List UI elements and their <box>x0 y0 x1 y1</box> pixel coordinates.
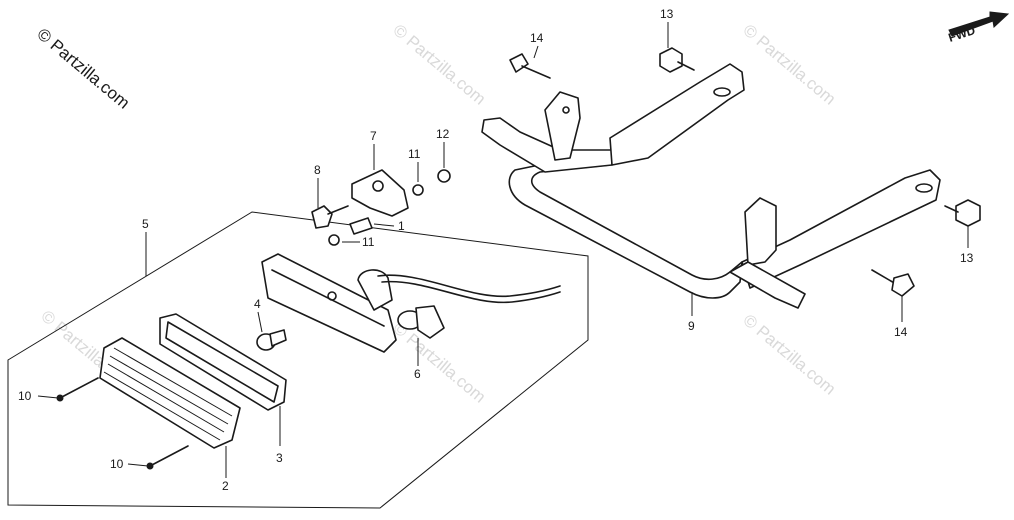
callout-10-lower: 10 <box>110 457 124 471</box>
bolt-8 <box>311 205 349 229</box>
callout-12: 12 <box>436 127 450 141</box>
stay-bracket-hole <box>372 180 384 192</box>
lamp-housing-body <box>261 253 397 353</box>
lamp-housing-hole <box>327 291 337 301</box>
bolt-head-icon <box>311 205 333 229</box>
bolt-14-upper <box>509 53 551 79</box>
bolt-14-lower <box>871 269 915 297</box>
stay-bracket-7 <box>351 169 409 217</box>
leader-4 <box>257 311 263 333</box>
watermark-faint-2: © Partzilla.com <box>739 21 839 109</box>
bracket-upper-stay <box>609 63 745 166</box>
watermark-faint-1: © Partzilla.com <box>389 21 489 109</box>
callout-2: 2 <box>222 479 229 493</box>
rear-bracket-frame <box>481 63 941 309</box>
callout-6: 6 <box>414 367 421 381</box>
bolt-shank <box>521 65 551 79</box>
leader-1 <box>373 223 395 227</box>
collar-1 <box>349 217 373 235</box>
forward-direction-indicator: FWD <box>947 11 1010 45</box>
bulb-4 <box>256 329 287 351</box>
callout-8: 8 <box>314 163 321 177</box>
screw-10-upper <box>59 377 99 399</box>
collar-body <box>349 217 373 235</box>
callout-9: 9 <box>688 319 695 333</box>
callout-13-lower: 13 <box>960 251 974 265</box>
upper-stay-slot <box>713 87 731 97</box>
callout-5: 5 <box>142 217 149 231</box>
bolt-head-icon <box>659 47 683 73</box>
callout-11-lower: 11 <box>362 235 375 249</box>
lower-stay-slot <box>915 183 933 193</box>
bolt-head-icon <box>955 199 981 227</box>
lens-rib <box>107 363 225 433</box>
gasket-3 <box>159 313 287 411</box>
bracket-lower-tab <box>744 197 777 266</box>
forward-label: FWD <box>947 23 978 45</box>
callout-14-lower: 14 <box>894 325 908 339</box>
forward-arrow-icon <box>948 11 1010 37</box>
bolt-shank <box>327 205 349 215</box>
lamp-wiring <box>377 274 561 298</box>
leader-lines <box>37 22 969 478</box>
callout-10-upper: 10 <box>18 389 32 403</box>
leader-14-upper <box>533 45 539 59</box>
watermark-faint-5: © Partzilla.com <box>739 311 839 399</box>
bolt-shank <box>677 61 695 71</box>
upper-tab-hole <box>562 106 570 114</box>
gasket-inner-edge <box>165 321 279 403</box>
leader-10-upper <box>37 395 59 399</box>
washer-11-lower-icon <box>328 234 340 246</box>
callout-4: 4 <box>254 297 261 311</box>
lens-rib <box>103 371 221 441</box>
bracket-upper-tab <box>544 91 581 161</box>
screw-10-lower <box>149 445 189 467</box>
callout-14-upper: 14 <box>530 31 544 45</box>
lamp-housing <box>261 253 397 353</box>
assembly-outline-part-5 <box>7 211 589 509</box>
bolt-head-icon <box>891 273 915 297</box>
socket-body <box>415 305 445 339</box>
lens-2 <box>99 337 241 449</box>
socket-6 <box>397 305 445 339</box>
bolt-shank <box>944 205 959 213</box>
lens-rib <box>109 355 229 425</box>
bulb-base <box>269 329 287 347</box>
lamp-wiring-second <box>381 280 561 304</box>
washer-11-upper-icon <box>412 184 424 196</box>
watermark-primary: © Partzilla.com <box>33 25 133 113</box>
callout-11-upper: 11 <box>408 147 421 161</box>
stay-bracket-body <box>351 169 409 217</box>
callout-7: 7 <box>370 129 377 143</box>
socket-boot <box>357 269 393 311</box>
lens-rib <box>113 347 233 417</box>
bracket-left-arm <box>481 117 613 173</box>
callout-3: 3 <box>276 451 283 465</box>
bolt-head-icon <box>509 53 529 73</box>
nut-12-icon <box>437 169 451 183</box>
callout-labels: 1 2 3 4 5 6 7 8 9 10 10 11 11 12 13 13 1… <box>18 7 974 493</box>
leader-10-lower <box>127 463 149 467</box>
callout-13-upper: 13 <box>660 7 674 21</box>
bolt-13-upper <box>659 47 695 73</box>
callout-1: 1 <box>398 219 405 233</box>
bolt-shank <box>871 269 897 285</box>
bracket-foot-plate <box>729 261 806 309</box>
bolt-13-lower <box>944 199 981 227</box>
